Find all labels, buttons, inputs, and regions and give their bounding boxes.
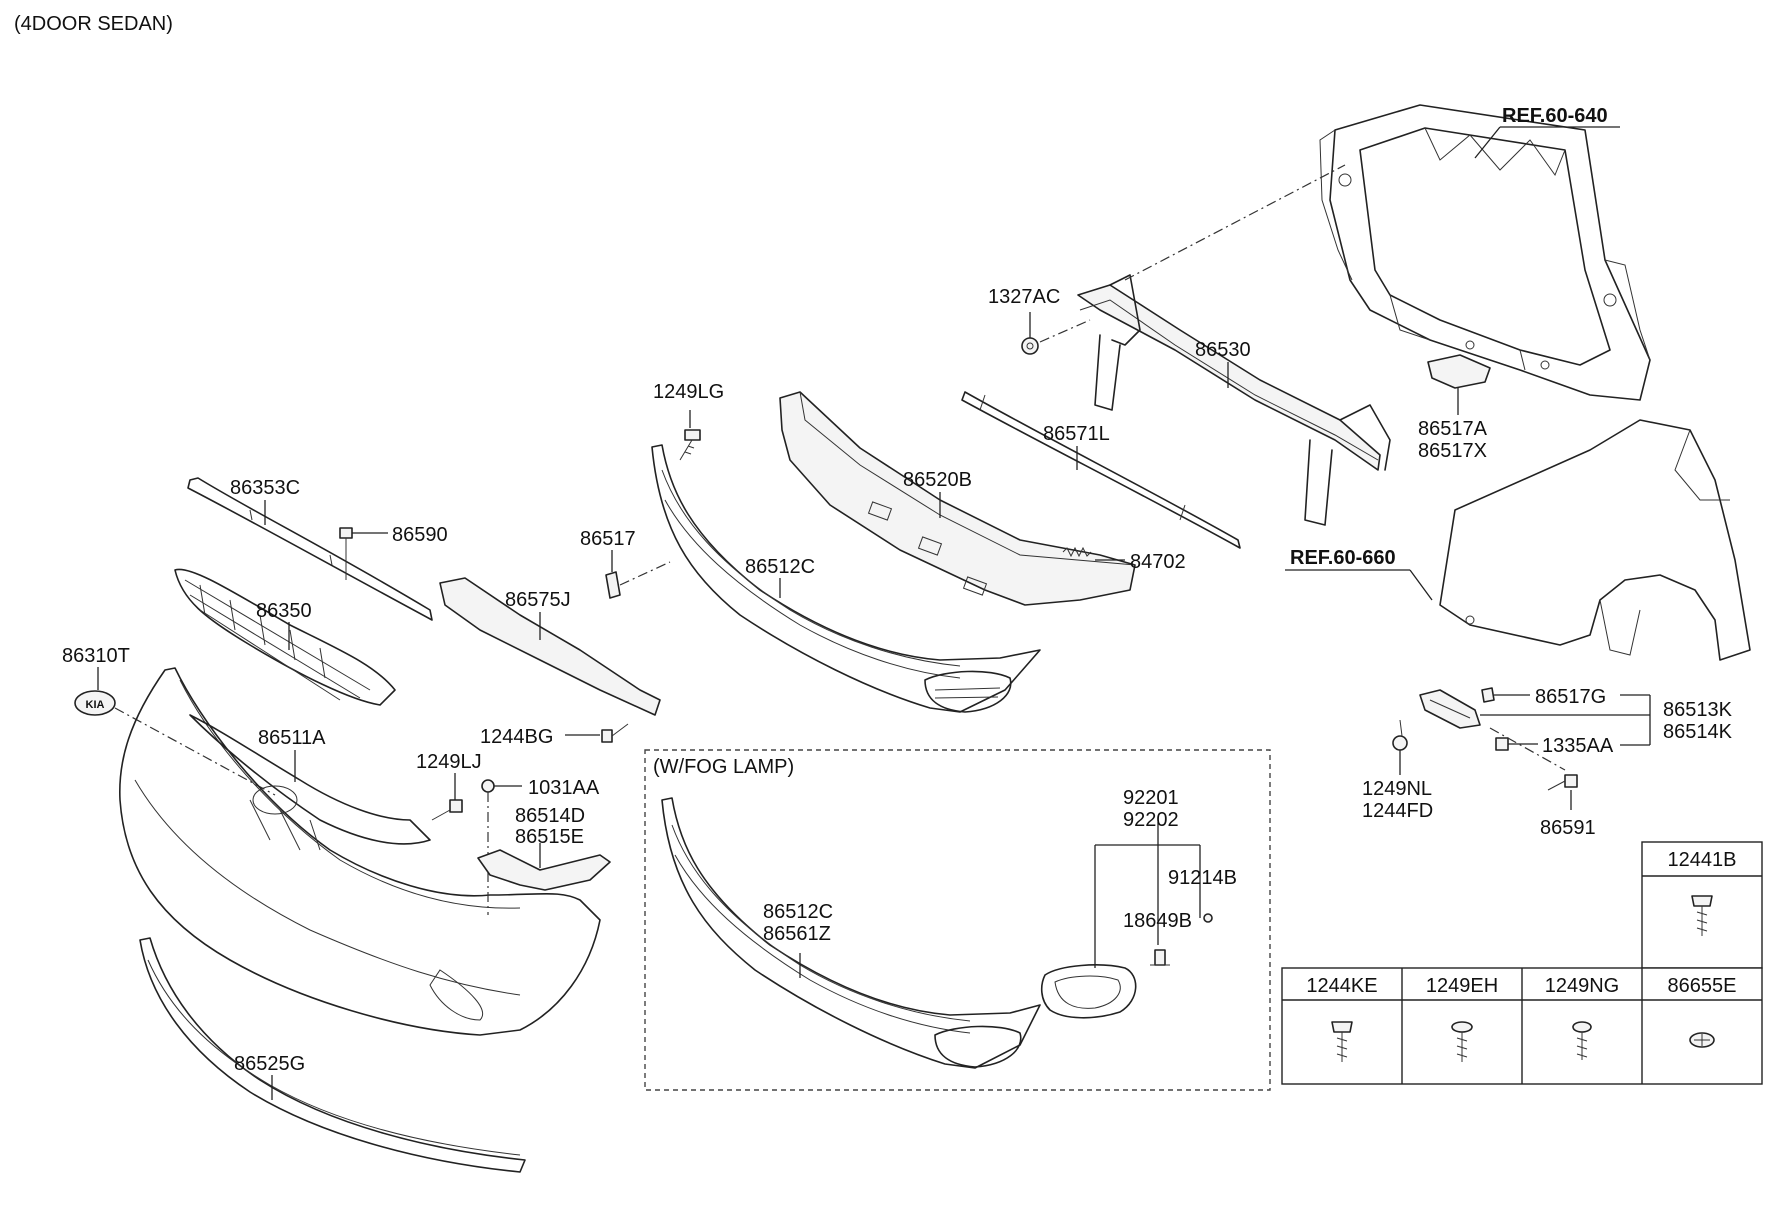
grille-upper-strip: 86353C <box>187 477 433 621</box>
svg-text:86517: 86517 <box>580 528 636 550</box>
screw-1244ke-icon <box>1331 1021 1353 1062</box>
ref-60-640-callout: REF.60-640 <box>1474 105 1620 159</box>
svg-text:1249NL: 1249NL <box>1362 778 1432 800</box>
svg-text:86530: 86530 <box>1195 339 1251 361</box>
screw-1244bg: 1244BG <box>480 723 629 748</box>
svg-text:86590: 86590 <box>392 524 448 546</box>
svg-text:86513K: 86513K <box>1663 699 1733 721</box>
svg-text:86571L: 86571L <box>1043 423 1110 445</box>
lower-grille-fog: 86512C 86561Z <box>661 797 1041 1069</box>
radiator-support-centerline <box>1124 164 1346 281</box>
screw-86591: 86591 <box>1489 727 1596 839</box>
screw-1249eh-icon <box>1451 1021 1473 1062</box>
lower-lip-86525g: 86525G <box>139 937 526 1173</box>
svg-text:KIA: KIA <box>86 699 105 711</box>
svg-text:92202: 92202 <box>1123 809 1179 831</box>
svg-text:86575J: 86575J <box>505 589 571 611</box>
svg-text:86514D: 86514D <box>515 805 585 827</box>
front-bumper-beam <box>1077 274 1391 526</box>
svg-text:1244BG: 1244BG <box>480 726 553 748</box>
table-header-12441b: 12441B <box>1668 849 1737 871</box>
bracket-86575j: 86575J <box>439 577 661 716</box>
label-86513k-86514k: 86513K 86514K <box>1480 694 1733 746</box>
clip-86590: 86590 <box>339 524 448 580</box>
svg-text:86511A: 86511A <box>258 727 326 749</box>
front-fender <box>1439 419 1751 661</box>
fastener-table: 12441B 1244KE 1249EH 1249NG 86655E <box>1281 841 1763 1085</box>
svg-text:86517G: 86517G <box>1535 686 1606 708</box>
svg-text:1249LJ: 1249LJ <box>416 751 482 773</box>
fog-lamp-section-box <box>644 749 1271 1091</box>
svg-text:86561Z: 86561Z <box>763 923 831 945</box>
table-header-1249eh: 1249EH <box>1426 975 1498 997</box>
fog-lamp-section-label: (W/FOG LAMP) <box>653 756 794 778</box>
bracket-86517a: 86517A 86517X <box>1418 354 1491 462</box>
lower-grille-main: 86512C <box>651 444 1041 713</box>
svg-text:86514K: 86514K <box>1663 721 1733 743</box>
svg-text:86512C: 86512C <box>763 901 833 923</box>
screw-1249lg: 1249LG <box>653 381 724 461</box>
svg-text:1327AC: 1327AC <box>988 286 1060 308</box>
bracket-86514d: 86514D 86515E <box>477 805 611 891</box>
svg-text:84702: 84702 <box>1130 551 1186 573</box>
table-header-1249ng: 1249NG <box>1545 975 1620 997</box>
energy-absorber: 86520B <box>779 391 1136 606</box>
clip-91214b: 91214B <box>1168 867 1237 923</box>
svg-text:86517X: 86517X <box>1418 440 1487 462</box>
table-header-86655e: 86655E <box>1668 975 1737 997</box>
nut-1335aa: 1335AA <box>1495 735 1614 757</box>
front-bumper-cover: 86511A <box>118 667 601 1036</box>
screw-1249lj: 1249LJ <box>416 751 482 821</box>
svg-text:1244FD: 1244FD <box>1362 800 1433 822</box>
svg-text:86350: 86350 <box>256 600 312 622</box>
svg-text:REF.60-640: REF.60-640 <box>1502 105 1608 127</box>
svg-text:86591: 86591 <box>1540 817 1596 839</box>
kia-emblem: KIA 86310T <box>62 645 276 796</box>
svg-text:86353C: 86353C <box>230 477 300 499</box>
bracket-86517: 86517 <box>580 528 671 599</box>
nut-1031aa: 1031AA <box>481 777 600 915</box>
clip-86517g: 86517G <box>1481 686 1606 708</box>
clip-nut-1327ac: 1327AC <box>988 286 1091 355</box>
svg-text:86515E: 86515E <box>515 826 584 848</box>
svg-text:92201: 92201 <box>1123 787 1179 809</box>
svg-text:86512C: 86512C <box>745 556 815 578</box>
svg-text:86310T: 86310T <box>62 645 130 667</box>
bracket-86513k <box>1419 689 1481 729</box>
svg-text:18649B: 18649B <box>1123 910 1192 932</box>
energy-absorber-strip: 86571L <box>961 391 1241 549</box>
screw-12441b-icon <box>1691 895 1713 936</box>
screw-1249nl: 1249NL 1244FD <box>1362 719 1433 822</box>
svg-text:1031AA: 1031AA <box>528 777 600 799</box>
radiator-support-panel <box>1319 104 1651 401</box>
label-86530: 86530 <box>1195 339 1251 388</box>
bulb-18649b: 18649B <box>1123 910 1192 966</box>
spring-84702: 84702 <box>1062 546 1186 573</box>
radiator-grille: 86350 <box>174 568 396 706</box>
svg-text:91214B: 91214B <box>1168 867 1237 889</box>
svg-text:REF.60-660: REF.60-660 <box>1290 547 1396 569</box>
svg-text:1249LG: 1249LG <box>653 381 724 403</box>
fog-lamp-bezel: 92201 92202 <box>1040 787 1201 1019</box>
table-header-1244ke: 1244KE <box>1306 975 1377 997</box>
ref-60-660-callout: REF.60-660 <box>1285 547 1433 601</box>
svg-text:86525G: 86525G <box>234 1053 305 1075</box>
diagram-title: (4DOOR SEDAN) <box>14 13 173 35</box>
svg-text:1335AA: 1335AA <box>1542 735 1614 757</box>
svg-text:86520B: 86520B <box>903 469 972 491</box>
svg-text:86517A: 86517A <box>1418 418 1488 440</box>
clip-86655e-icon <box>1689 1032 1715 1048</box>
screw-1249ng-icon <box>1572 1021 1592 1060</box>
